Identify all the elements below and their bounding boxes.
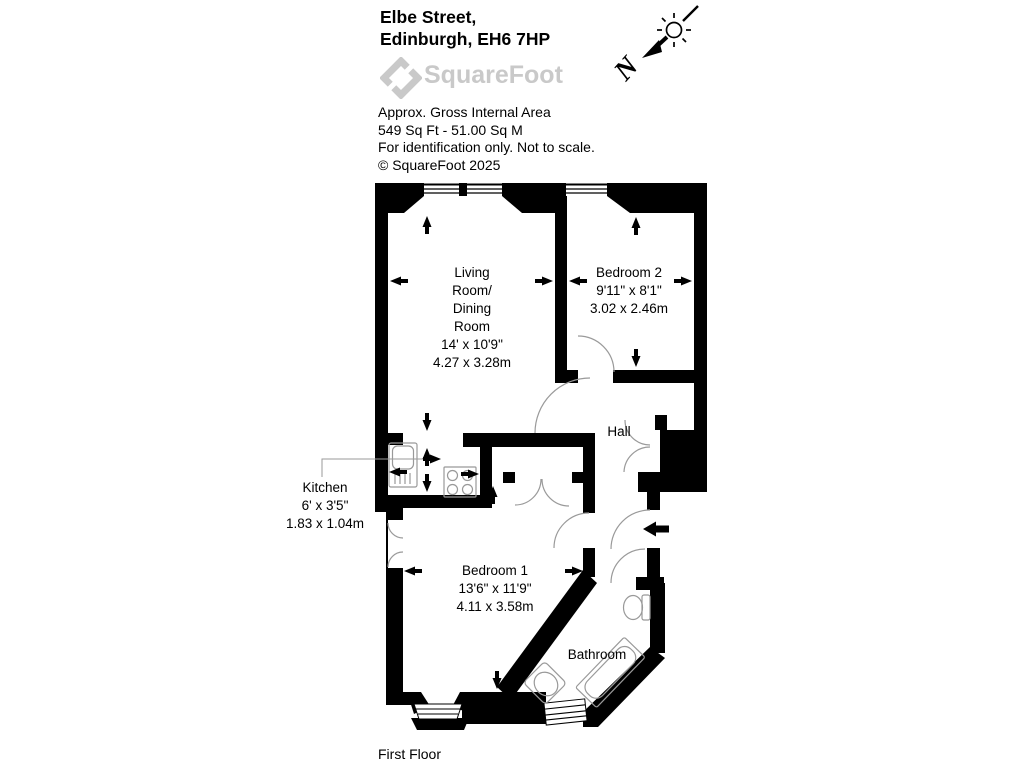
kitchen-leader-line [321,454,441,477]
lobby-double-door-left-arc [514,478,542,506]
bathroom-window [543,698,588,726]
bathroom-basin [524,662,566,704]
lobby-double-door-right-arc [541,478,570,507]
bedroom1-bay-window [413,703,463,720]
bathroom-label: Bathroom [567,647,627,662]
disclaimer: For identification only. Not to scale. [378,139,595,156]
bedroom1-door-arc [553,512,590,549]
fixtures [388,442,651,708]
copyright: © SquareFoot 2025 [378,156,501,173]
toilet [622,594,651,621]
doors [387,335,651,584]
bedroom1-label: Bedroom 1 13'6" x 11'9" 4.11 x 3.58m [456,563,534,614]
bedroom2-label: Bedroom 2 9'11" x 8'1" 3.02 x 2.46m [589,265,669,316]
hall-cupboard-niche [660,383,692,415]
interior-walls [385,196,694,700]
property-address: Elbe Street, Edinburgh, EH6 7HP [380,6,550,50]
bathtub [575,637,645,708]
bedroom1-closet-recess [388,520,403,568]
area-values: 549 Sq Ft - 51.00 Sq M [378,121,523,138]
address-line2: Edinburgh, EH6 7HP [380,29,551,49]
squarefoot-logo-text: SquareFoot [424,61,563,89]
entrance-arrow-icon [643,521,669,537]
living-room-window [424,183,502,196]
bedroom1-closet-door-lower-arc [387,551,404,568]
bedroom2-window [566,183,607,196]
living-room-door-arc [534,377,591,434]
bedroom1-closet-door-upper-arc [387,522,404,539]
area-info-block: Approx. Gross Internal Area 549 Sq Ft - … [378,104,595,174]
dimension-arrows [389,216,692,689]
hall-label: Hall [607,424,631,439]
compass-sun-circle [665,21,683,39]
bathroom-door-arc [610,548,646,584]
squarefoot-logo-icon [380,57,422,99]
compass-icon: N [612,5,699,87]
hall-cupboard-door-upper-arc [624,419,651,446]
compass-arrow-head [642,40,662,58]
hall-cupboard-door-lower-arc [623,446,651,473]
windows [413,183,607,726]
bedroom2-door-arc [577,335,615,373]
squarefoot-logo [380,57,600,99]
kitchen-label: Kitchen 6' x 3'5" 1.83 x 1.04m [285,480,365,531]
area-title: Approx. Gross Internal Area [378,104,551,120]
floor-label: First Floor [378,746,441,762]
entrance-door-arc [610,509,651,550]
living-room-label: Living Room/ Dining Room 14' x 10'9" 4.2… [432,265,512,370]
address-line1: Elbe Street, [380,7,477,27]
kitchen-sink [388,442,418,488]
